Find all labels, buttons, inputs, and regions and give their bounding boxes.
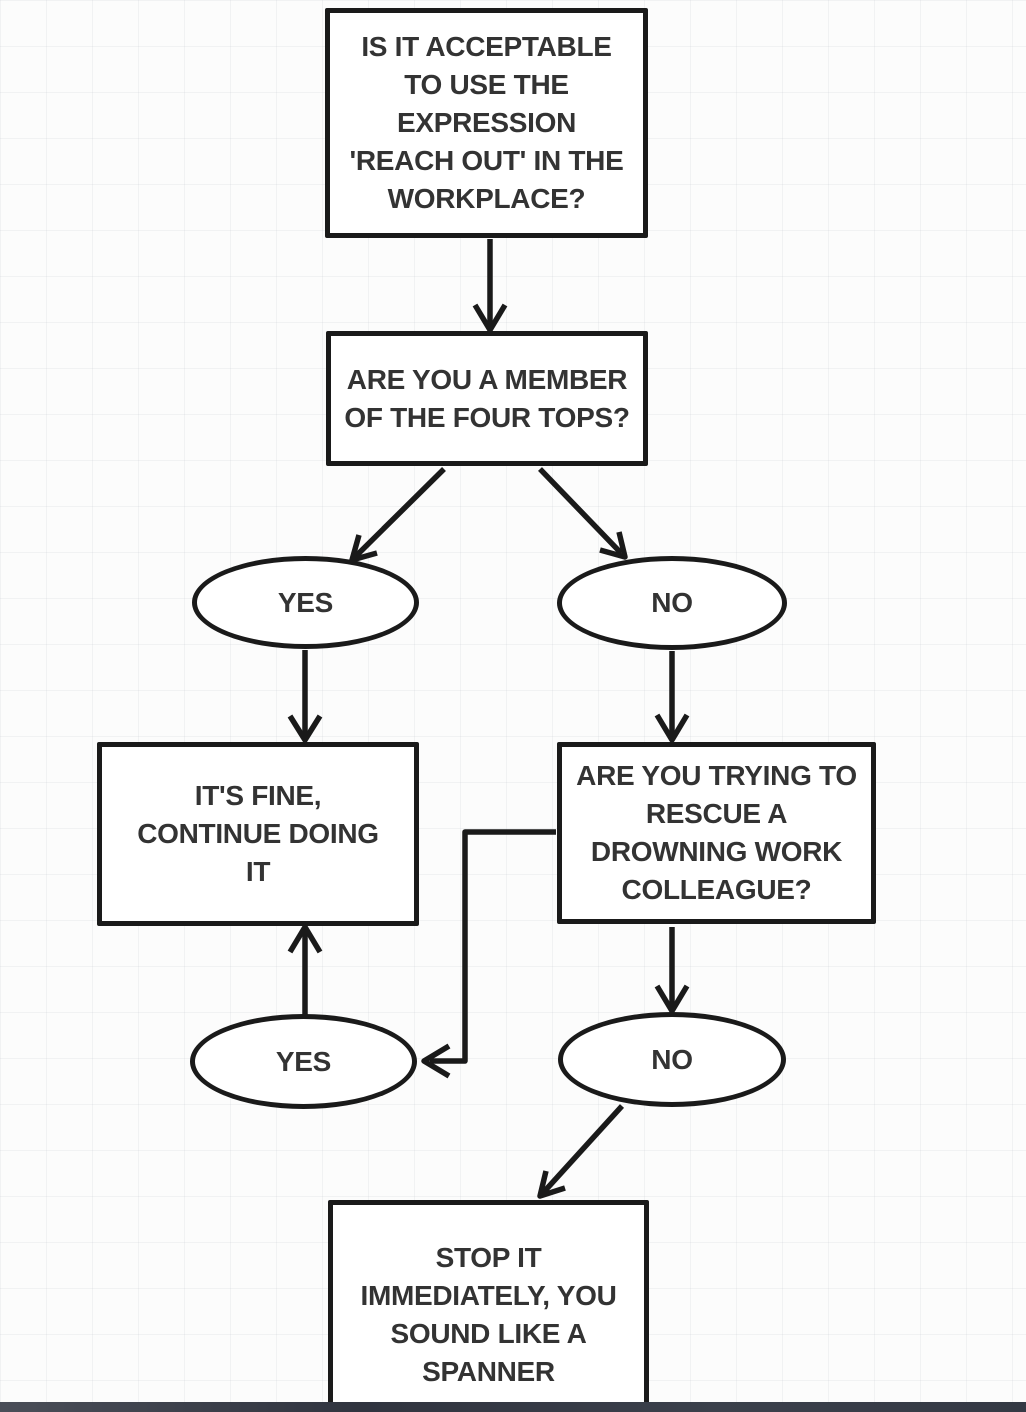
edge-q2-to-no1 — [538, 467, 628, 560]
edge-q2-to-yes1 — [349, 467, 446, 563]
edge-yes2-to-fine — [287, 924, 323, 1015]
node-no-drowning: NO — [558, 1012, 786, 1107]
node-question-drowning-colleague: ARE YOU TRYING TO RESCUE A DROWNING WORK… — [557, 742, 876, 924]
node-no-drowning-label: NO — [651, 1043, 693, 1075]
edge-q3-to-yes2-elbow — [421, 829, 556, 1079]
node-question-four-tops: ARE YOU A MEMBER OF THE FOUR TOPS? — [326, 331, 648, 466]
node-yes-four-tops-label: YES — [277, 586, 334, 618]
node-yes-drowning: YES — [190, 1014, 417, 1109]
edge-q1-to-q2 — [472, 239, 508, 333]
node-yes-four-tops: YES — [192, 556, 419, 649]
node-yes-drowning-label: YES — [275, 1045, 332, 1077]
video-frame-bottom-bar — [0, 1402, 1026, 1412]
node-question-reach-out-label: IS IT ACCEPTABLE TO USE THE EXPRESSION '… — [349, 31, 624, 214]
node-result-stop-it: STOP IT IMMEDIATELY, YOU SOUND LIKE A SP… — [328, 1200, 649, 1412]
node-result-stop-it-label: STOP IT IMMEDIATELY, YOU SOUND LIKE A SP… — [360, 1242, 617, 1387]
edge-no2-to-stop — [537, 1104, 625, 1199]
node-no-four-tops-label: NO — [651, 587, 693, 618]
edge-no1-to-q3 — [654, 651, 690, 743]
node-question-drowning-colleague-label: ARE YOU TRYING TO RESCUE A DROWNING WORK… — [576, 760, 857, 905]
edge-yes1-to-fine — [287, 650, 323, 743]
edge-q3-to-no2 — [654, 927, 690, 1014]
node-no-four-tops: NO — [557, 556, 787, 650]
node-question-four-tops-label: ARE YOU A MEMBER OF THE FOUR TOPS? — [344, 363, 630, 433]
node-result-its-fine: IT'S FINE, CONTINUE DOING IT — [97, 742, 419, 926]
node-result-its-fine-label: IT'S FINE, CONTINUE DOING IT — [137, 780, 379, 887]
node-question-reach-out: IS IT ACCEPTABLE TO USE THE EXPRESSION '… — [325, 8, 648, 238]
